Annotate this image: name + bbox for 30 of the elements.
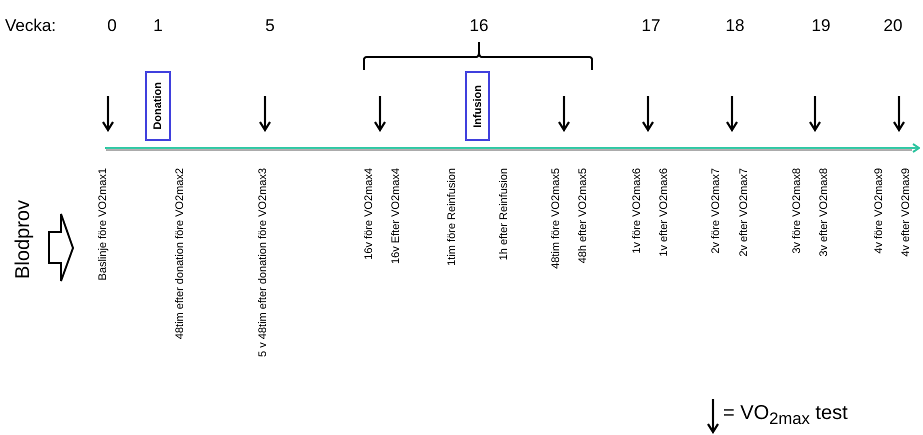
- sample-time-label: 1tim före Reinfusion: [446, 168, 459, 266]
- sample-time-label: 1h efter Reinfusion: [498, 168, 511, 260]
- week-number: 18: [726, 17, 744, 34]
- axis-title: Vecka:: [5, 17, 56, 34]
- sample-time-label: 4v efter VO2max9: [900, 168, 913, 257]
- week-number: 19: [812, 17, 830, 34]
- legend-text: = VO$_{2max}$ test: [723, 402, 848, 429]
- event-box: Infusion: [465, 71, 490, 141]
- sample-time-label: 3v efter VO2max8: [818, 168, 831, 257]
- event-box: Donation: [145, 71, 171, 141]
- week-number: 1: [153, 17, 163, 34]
- sample-time-label: 1v efter VO2max6: [658, 168, 671, 257]
- sample-time-label: Baslinje före VO2max1: [97, 168, 110, 280]
- sample-time-label: 2v efter VO2max7: [738, 168, 751, 257]
- sample-time-label: 4v före VO2max9: [873, 168, 886, 254]
- week-number: 16: [470, 17, 488, 34]
- week-number: 5: [265, 17, 275, 34]
- sample-time-label: 48tim före VO2max5: [550, 168, 563, 269]
- sample-time-label: 3v före VO2max8: [791, 168, 804, 254]
- row-title: Blodprov: [13, 200, 33, 279]
- week-number: 20: [884, 17, 902, 34]
- sample-time-label: 16v Efter VO2max4: [390, 168, 403, 264]
- sample-time-label: 48tim efter donation före VO2max2: [174, 168, 187, 340]
- sample-time-label: 48h efter VO2max5: [577, 168, 590, 264]
- sample-time-label: 5 v 48tim efter donation före VO2max3: [257, 168, 270, 357]
- sample-time-label: 1v före VO2max6: [631, 168, 644, 254]
- sample-time-label: 16v före VO2max4: [363, 168, 376, 260]
- week-number: 17: [642, 17, 660, 34]
- sample-time-label: 2v före VO2max7: [710, 168, 723, 254]
- week-number: 0: [107, 17, 117, 34]
